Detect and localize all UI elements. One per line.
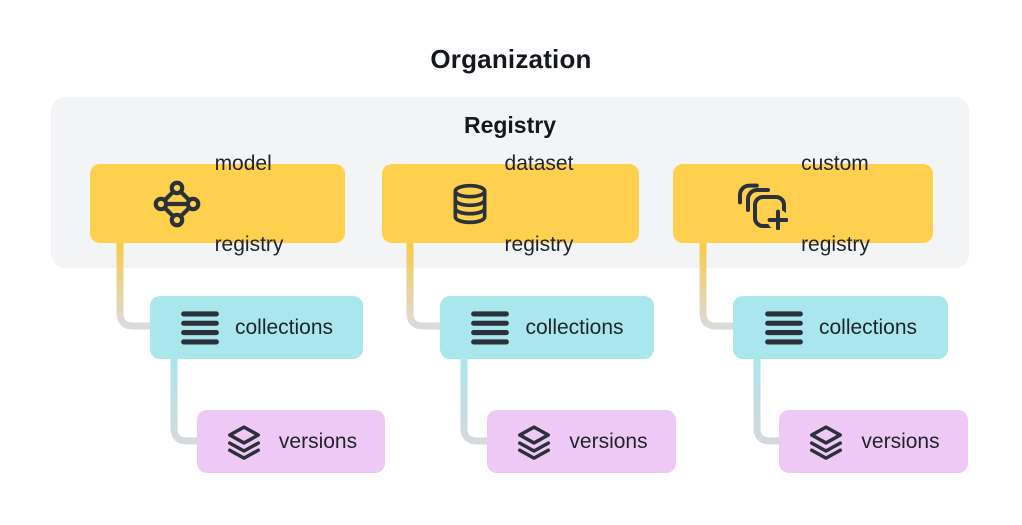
list-lines-icon bbox=[180, 310, 220, 346]
page-title: Organization bbox=[430, 44, 592, 74]
versions-node-1: versions bbox=[197, 410, 385, 473]
dataset-registry-node: dataset registry bbox=[382, 152, 639, 256]
collections-node-1: collections bbox=[150, 296, 363, 359]
custom-registry-node: custom registry bbox=[673, 152, 933, 256]
versions-node-2: versions bbox=[487, 410, 676, 473]
connector-registry-collections-3 bbox=[699, 243, 733, 330]
list-lines-icon bbox=[470, 310, 510, 346]
layers-stack-icon bbox=[515, 423, 553, 461]
node-label-line2: registry bbox=[504, 232, 574, 256]
node-label: collections bbox=[234, 316, 334, 339]
node-label: versions bbox=[278, 430, 358, 453]
versions-node-3: versions bbox=[779, 410, 968, 473]
collections-node-3: collections bbox=[733, 296, 948, 359]
connector-registry-collections-1 bbox=[116, 243, 150, 330]
model-graph-icon bbox=[152, 179, 202, 229]
node-label: versions bbox=[569, 430, 648, 453]
database-icon bbox=[448, 180, 492, 228]
node-label: custom registry bbox=[801, 96, 870, 312]
layers-stack-icon bbox=[807, 423, 845, 461]
connector-registry-collections-2 bbox=[406, 243, 440, 330]
model-registry-node: model registry bbox=[90, 152, 345, 256]
registry-group-label: Registry bbox=[463, 112, 557, 138]
node-label: collections bbox=[818, 316, 918, 339]
node-label: collections bbox=[525, 316, 624, 339]
list-lines-icon bbox=[764, 310, 804, 346]
node-label-line1: model bbox=[214, 151, 272, 175]
collections-node-2: collections bbox=[440, 296, 654, 359]
node-label-line1: custom bbox=[801, 151, 869, 175]
node-label: versions bbox=[861, 430, 940, 453]
copy-add-icon bbox=[736, 178, 789, 230]
node-label-line2: registry bbox=[801, 232, 870, 256]
node-label: dataset registry bbox=[505, 96, 574, 312]
connector-collections-versions-1 bbox=[170, 359, 197, 445]
node-label: model registry bbox=[215, 96, 284, 312]
connector-collections-versions-3 bbox=[753, 359, 779, 445]
node-label-line2: registry bbox=[214, 232, 284, 256]
layers-stack-icon bbox=[225, 423, 263, 461]
node-label-line1: dataset bbox=[504, 151, 574, 175]
connector-collections-versions-2 bbox=[460, 359, 487, 445]
